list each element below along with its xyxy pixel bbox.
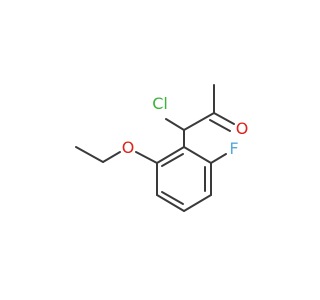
- ring-bond-4-inner: [161, 191, 184, 205]
- ring-bond-4: [156, 194, 185, 212]
- background: [0, 0, 300, 300]
- bond-ring-oxygen: [135, 151, 158, 164]
- fluorine-label: F: [229, 139, 238, 158]
- ring-bond-3: [183, 194, 212, 212]
- bond-carbonyl-oxygen-b: [209, 119, 231, 132]
- ring-bond-1: [183, 146, 212, 164]
- bond-ring-fluorine: [210, 153, 227, 164]
- bond-ch2-ch3: [75, 146, 104, 163]
- bond-carbonyl-oxygen-a: [213, 112, 235, 125]
- ring-bond-6: [156, 146, 185, 164]
- molecule-diagram: Cl O O F: [0, 0, 300, 300]
- ring-bond-6-inner: [161, 153, 184, 167]
- bond-carbonyl-chcl: [183, 112, 215, 131]
- carbonyl-oxygen-label: O: [236, 119, 249, 138]
- ether-oxygen-label: O: [122, 138, 135, 157]
- chlorine-label: Cl: [152, 94, 168, 113]
- bond-chcl-chlorine: [165, 118, 185, 131]
- bond-oxygen-ch2: [102, 151, 121, 163]
